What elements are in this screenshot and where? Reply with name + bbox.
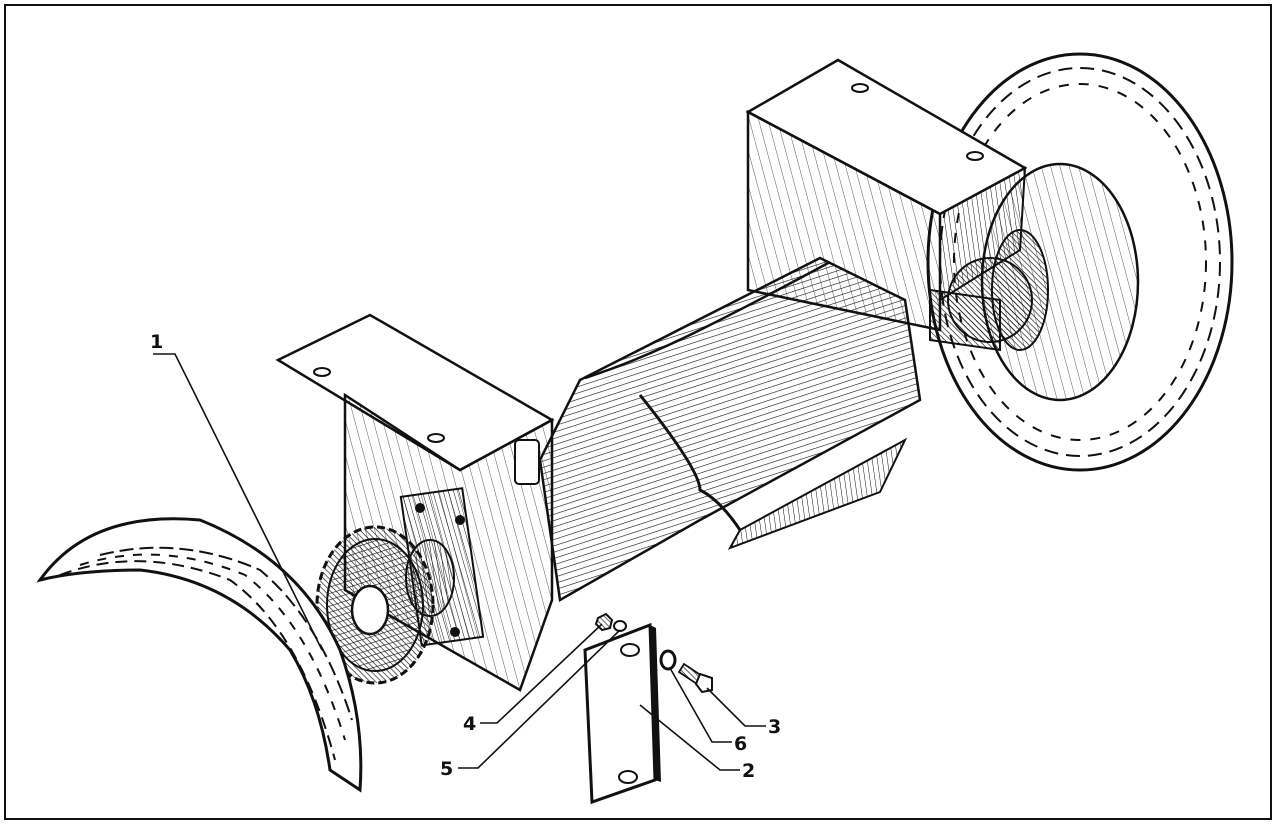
callout-label-4: 4 [463, 713, 476, 735]
leader-3 [706, 687, 766, 727]
leader-4 [480, 623, 603, 724]
bolt [677, 662, 713, 694]
callout-label-2: 2 [742, 760, 755, 782]
right-axle-shaft [929, 288, 1001, 352]
leader-1 [153, 353, 323, 651]
callout-label-5: 5 [440, 758, 453, 780]
cover-plate [583, 622, 661, 805]
callout-label-3: 3 [768, 716, 781, 738]
left-wheel [36, 517, 363, 793]
sprocket-hub [350, 584, 390, 636]
leader-6 [669, 667, 732, 743]
axle-beam [538, 256, 1001, 602]
left-sprocket [315, 525, 455, 685]
leader-5 [458, 629, 621, 769]
left-tire [36, 517, 363, 793]
callout-leaders [153, 353, 766, 771]
callout-label-6: 6 [734, 733, 747, 755]
washer [613, 620, 627, 632]
spring-washer [659, 649, 677, 671]
callout-label-1: 1 [150, 331, 163, 353]
leader-2 [639, 704, 740, 771]
